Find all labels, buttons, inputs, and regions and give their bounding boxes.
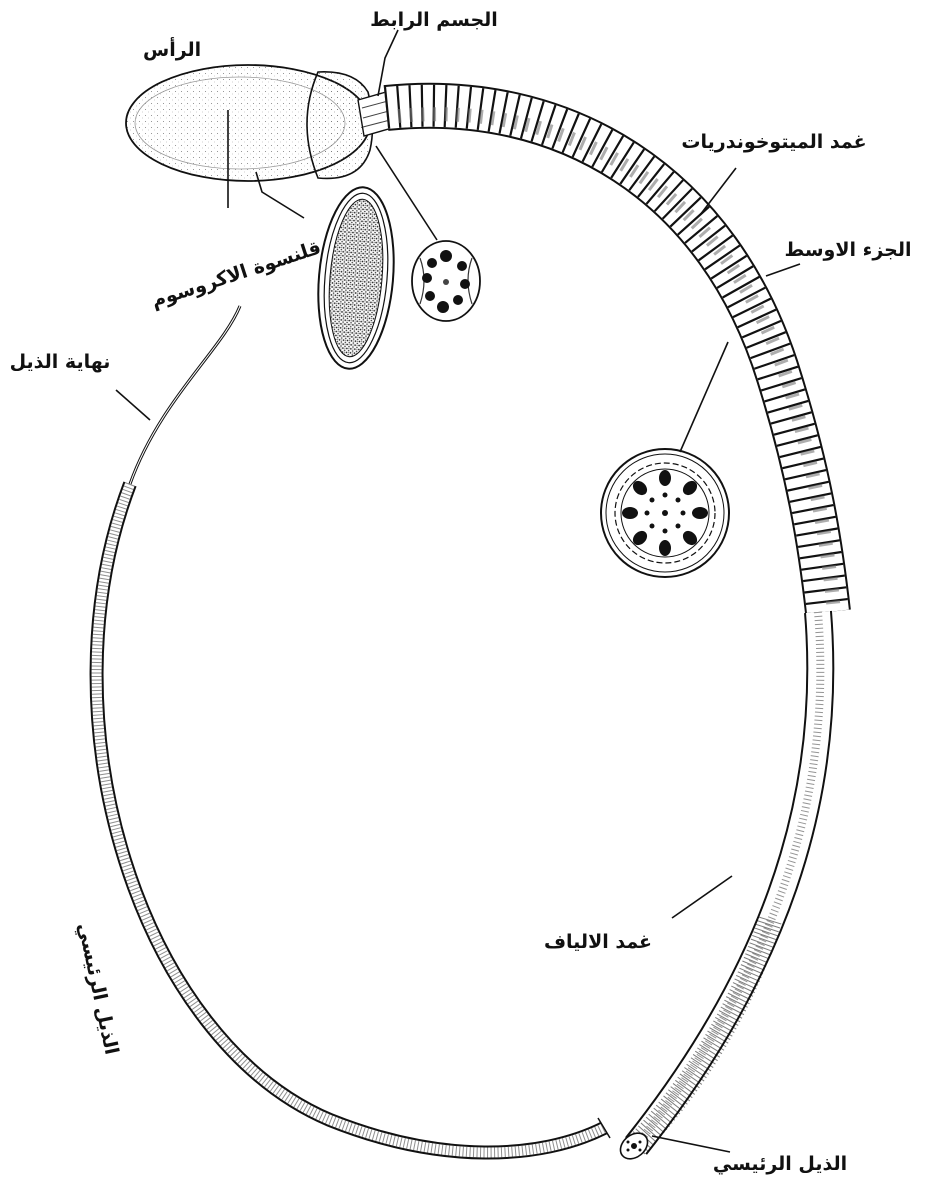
label-head: الرأس [143, 37, 201, 61]
label-principal-piece-right: الذيل الرئيسي [713, 1153, 847, 1175]
cross-section-head [311, 184, 401, 372]
label-fibrous-sheath: غمد الالياف [544, 931, 652, 953]
cross-section-midpiece [601, 449, 729, 577]
label-acrosomal-cap: قلنسوة الاكروسوم [149, 236, 324, 312]
principal-piece-left [97, 484, 604, 1153]
label-connecting-piece: الجسم الرابط [370, 9, 498, 31]
label-mitochondrial-sheath: غمد الميتوخوندريات [681, 131, 866, 153]
label-midpiece: الجزء الاوسط [785, 239, 912, 261]
end-piece [130, 306, 240, 484]
label-end-piece: نهاية الذيل [10, 351, 111, 373]
cross-section-neck [412, 241, 480, 321]
label-principal-piece-left: الذيل الرئيسي [73, 921, 122, 1057]
principal-piece-left-fill [97, 484, 604, 1153]
principal-piece-left-texture [97, 484, 604, 1153]
sperm-head [126, 65, 373, 181]
